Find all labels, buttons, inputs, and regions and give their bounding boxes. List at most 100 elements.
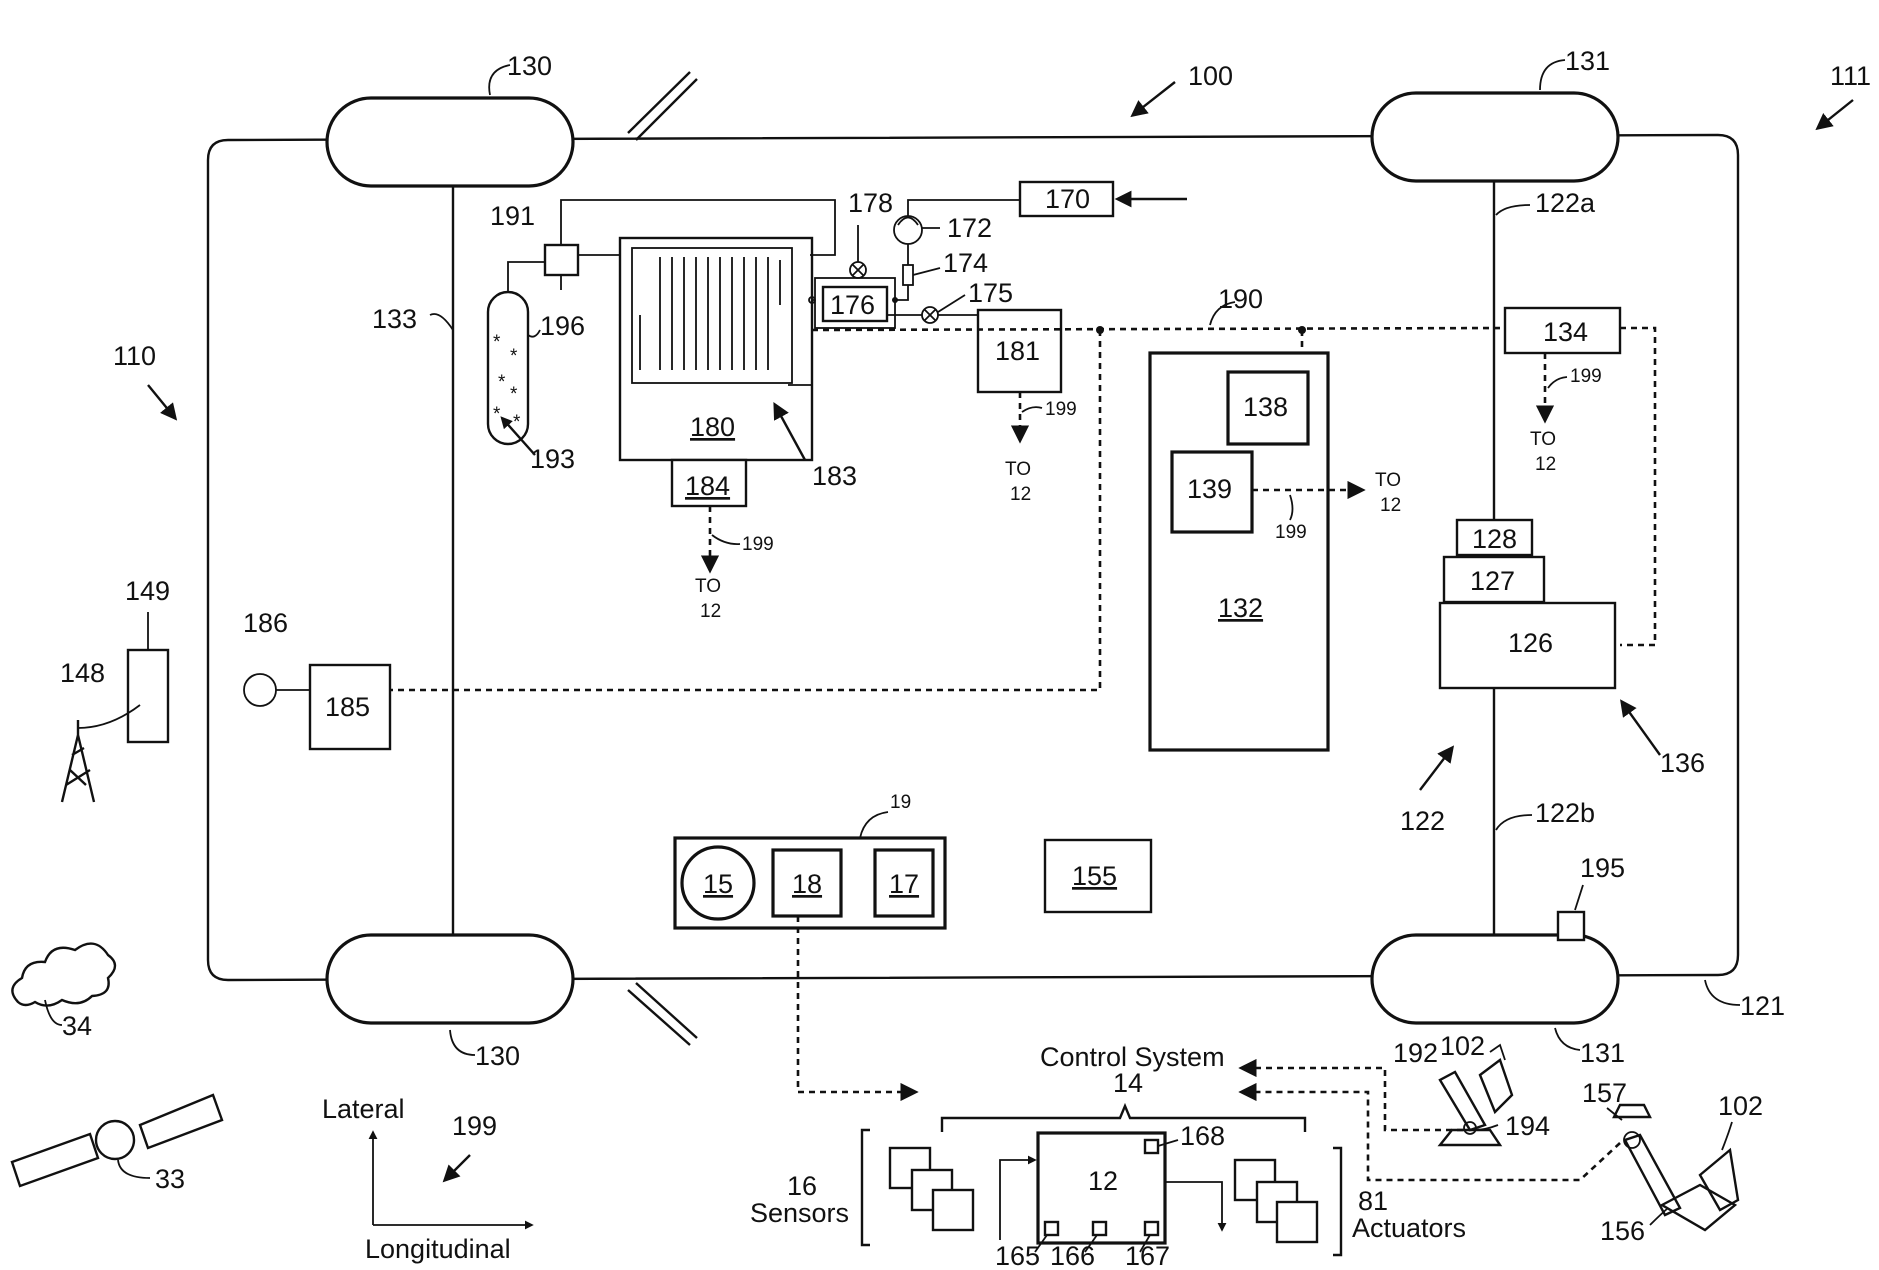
- label-186: 186: [243, 608, 288, 638]
- label-136: 136: [1660, 748, 1705, 778]
- label-176: 176: [830, 290, 875, 320]
- arrow-122: [1420, 748, 1452, 790]
- label-122: 122: [1400, 806, 1445, 836]
- route-12-184: 12: [700, 601, 721, 622]
- label-149: 149: [125, 576, 170, 606]
- label-139: 139: [1187, 474, 1232, 504]
- arrow-111: [1818, 100, 1853, 128]
- svg-text:*: *: [513, 412, 521, 433]
- label-183: 183: [812, 461, 857, 491]
- label-131-bottom: 131: [1580, 1038, 1625, 1068]
- label-126: 126: [1508, 628, 1553, 658]
- cloud-34: [12, 944, 115, 1006]
- label-192: 192: [1393, 1038, 1438, 1068]
- label-33: 33: [155, 1164, 185, 1194]
- label-130-top: 130: [507, 51, 552, 81]
- route-12-181: 12: [1010, 484, 1031, 505]
- label-102-a: 102: [1440, 1031, 1485, 1061]
- arrow-136: [1622, 702, 1660, 755]
- route-12-134: 12: [1535, 454, 1556, 475]
- route-to-181: TO: [1005, 459, 1031, 480]
- label-199-139: 199: [1275, 522, 1307, 543]
- control-brace: [942, 1106, 1305, 1132]
- route-to-184: TO: [695, 576, 721, 597]
- label-157: 157: [1582, 1078, 1627, 1108]
- label-130-bottom: 130: [475, 1041, 520, 1071]
- label-193: 193: [530, 444, 575, 474]
- sensor-186: [244, 674, 276, 706]
- label-191: 191: [490, 201, 535, 231]
- label-165: 165: [995, 1241, 1040, 1270]
- label-190: 190: [1218, 284, 1263, 314]
- brake-pedal-156: [1614, 1105, 1738, 1230]
- label-180: 180: [690, 412, 735, 442]
- actuators-number: 81: [1358, 1186, 1388, 1216]
- sensors-label: Sensors: [750, 1198, 849, 1228]
- steer-indicator-top-2: [636, 79, 697, 140]
- label-175: 175: [968, 278, 1013, 308]
- sensor-195: [1558, 912, 1584, 940]
- link-brake-to-control: [1242, 1092, 1620, 1180]
- steer-indicator-bottom-2: [636, 983, 697, 1038]
- label-170: 170: [1045, 184, 1090, 214]
- can-bus-to-134: [1620, 328, 1655, 645]
- label-199-axis: 199: [452, 1111, 497, 1141]
- label-17: 17: [889, 869, 919, 899]
- label-12: 12: [1088, 1166, 1118, 1196]
- link-18-to-control: [798, 916, 915, 1092]
- label-168: 168: [1180, 1121, 1225, 1151]
- svg-text:*: *: [493, 332, 501, 353]
- axis-lateral-label: Lateral: [322, 1094, 405, 1124]
- wheel-front-top: [327, 98, 573, 186]
- steer-indicator-bottom: [628, 990, 690, 1045]
- label-111: 111: [1830, 61, 1871, 91]
- sensors-16: [890, 1148, 973, 1230]
- steer-indicator-top: [628, 72, 690, 133]
- label-122b: 122b: [1535, 798, 1595, 828]
- actuators-81: [1235, 1160, 1317, 1242]
- route-to-134: TO: [1530, 429, 1556, 450]
- label-138: 138: [1243, 392, 1288, 422]
- label-184: 184: [685, 471, 730, 501]
- link-accel-to-control: [1242, 1068, 1463, 1130]
- label-15: 15: [703, 869, 733, 899]
- label-133: 133: [372, 304, 417, 334]
- label-167: 167: [1125, 1241, 1170, 1270]
- port-168: [1145, 1140, 1158, 1153]
- label-132: 132: [1218, 593, 1263, 623]
- label-100: 100: [1188, 61, 1233, 91]
- sensor-174: [903, 265, 913, 285]
- label-110: 110: [113, 341, 156, 371]
- actuators-label: Actuators: [1352, 1213, 1466, 1243]
- label-194: 194: [1505, 1111, 1550, 1141]
- wheel-front-bottom: [327, 935, 573, 1023]
- port-166: [1093, 1222, 1106, 1235]
- label-19: 19: [890, 792, 911, 813]
- label-174: 174: [943, 248, 988, 278]
- label-199-184: 199: [742, 534, 774, 555]
- axis-longitudinal-label: Longitudinal: [365, 1234, 511, 1264]
- label-166: 166: [1050, 1241, 1095, 1270]
- label-199-181: 199: [1045, 399, 1077, 420]
- label-127: 127: [1470, 566, 1515, 596]
- port-167: [1145, 1222, 1158, 1235]
- arrow-100: [1133, 82, 1175, 115]
- label-172: 172: [947, 213, 992, 243]
- remote-device-149: [128, 650, 168, 742]
- label-131-top: 131: [1565, 46, 1610, 76]
- label-18: 18: [792, 869, 822, 899]
- satellite-33: [12, 1095, 222, 1186]
- wheel-rear-top: [1372, 93, 1618, 181]
- label-156: 156: [1600, 1216, 1645, 1246]
- label-155: 155: [1072, 861, 1117, 891]
- control-system-number: 14: [1113, 1068, 1143, 1098]
- label-181: 181: [995, 336, 1040, 366]
- can-bus-190: [812, 328, 1505, 330]
- wheel-rear-bottom: [1372, 935, 1618, 1023]
- label-196: 196: [540, 311, 585, 341]
- svg-text:*: *: [493, 404, 501, 425]
- svg-text:*: *: [510, 346, 518, 367]
- label-199-134: 199: [1570, 366, 1602, 387]
- label-134: 134: [1543, 317, 1588, 347]
